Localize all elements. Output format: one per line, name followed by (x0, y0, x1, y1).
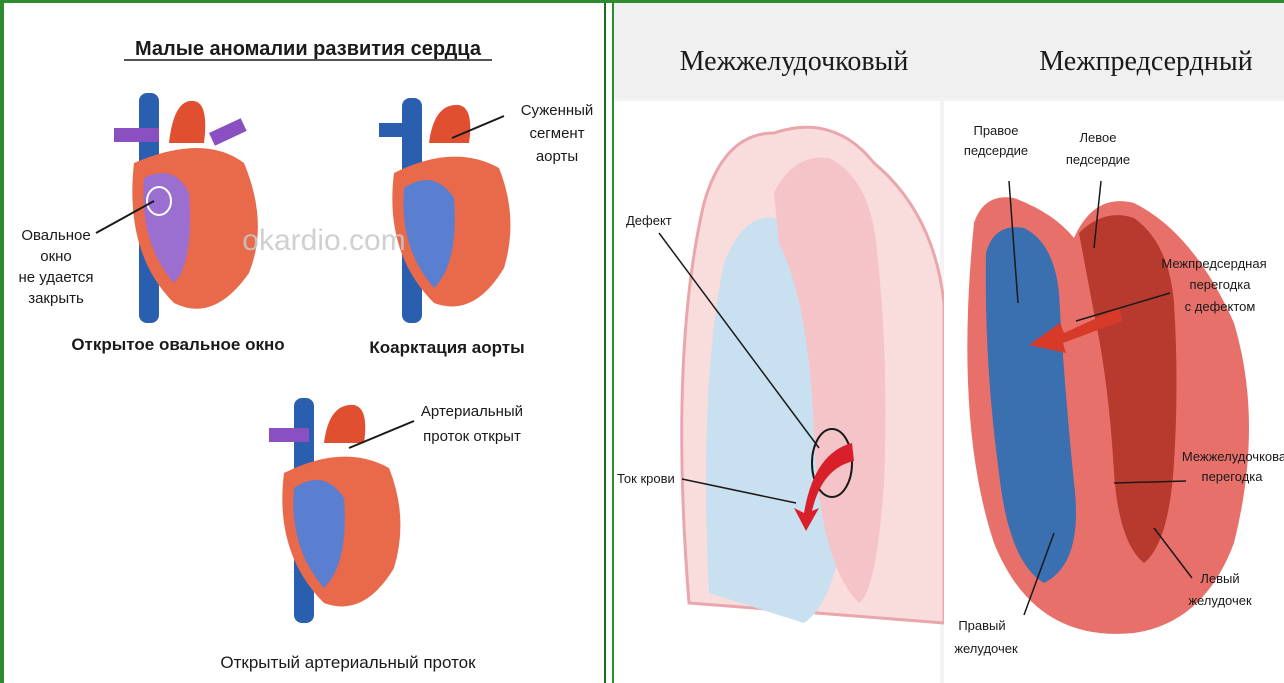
coarct-label-1: Суженный (521, 102, 594, 119)
pda-label-2: проток открыт (423, 428, 521, 445)
right-illustration: Межжелудочковый Межпредсердный Дефект То… (614, 3, 1284, 683)
coarct-label-2: сегмент (529, 125, 584, 142)
aorta-arch-3 (324, 405, 365, 443)
pfo-caption: Открытое овальное окно (71, 335, 284, 354)
pulmonary-vein-3 (269, 428, 309, 442)
pda-label-1: Артериальный (421, 403, 523, 420)
vessel-2 (379, 123, 419, 137)
pda-caption: Открытый артериальный проток (220, 653, 476, 672)
header-asd: Межпредсердный (1039, 46, 1252, 77)
heart-pfo-illustration (96, 93, 258, 323)
aorta-arch-2 (429, 105, 470, 143)
vsd-label-flow: Ток крови (617, 471, 675, 486)
asd-septum-label-2: перегодка (1190, 277, 1252, 292)
pfo-label-1: Овальное (21, 227, 90, 244)
asd-vseptum-label-1: Межжелудочкова (1182, 449, 1284, 464)
asd-lv-label-1: Левый (1200, 571, 1239, 586)
aorta-arch (169, 101, 205, 143)
septal-defects-panel: Межжелудочковый Межпредсердный Дефект То… (612, 3, 1284, 683)
watermark: okardio.com (242, 224, 405, 257)
asd-rv-label-1: Правый (958, 618, 1005, 633)
asd-vseptum-label-2: перегодка (1202, 469, 1264, 484)
header-vsd: Межжелудочковый (680, 46, 909, 77)
pfo-label-2: окно (40, 248, 72, 265)
pfo-label-4: закрыть (28, 290, 84, 307)
minor-heart-anomalies-panel: Малые аномалии развития сердца Овальное … (2, 3, 606, 683)
heart-coarctation-illustration (379, 98, 510, 323)
asd-ra-label-1: Правое (973, 123, 1018, 138)
pulmonary-artery (209, 118, 247, 145)
asd-septum-label-3: с дефектом (1185, 299, 1256, 314)
asd-lv-label-2: желудочек (1188, 593, 1252, 608)
asd-la-label-1: Левое (1080, 130, 1117, 145)
asd-septum-label-1: Межпредсердная (1161, 256, 1266, 271)
left-illustration: Малые аномалии развития сердца Овальное … (4, 3, 608, 683)
pulmonary-vein (114, 128, 159, 142)
pfo-label-3: не удается (18, 269, 93, 286)
left-title: Малые аномалии развития сердца (135, 38, 482, 60)
asd-la-label-2: педсердие (1066, 152, 1130, 167)
coarct-caption: Коарктация аорты (369, 338, 524, 357)
asd-ra-label-2: педсердие (964, 143, 1028, 158)
coarct-label-3: аорты (536, 148, 578, 165)
vsd-label-defect: Дефект (626, 213, 672, 228)
asd-rv-label-2: желудочек (954, 641, 1018, 656)
heart-pda-illustration (269, 398, 414, 623)
